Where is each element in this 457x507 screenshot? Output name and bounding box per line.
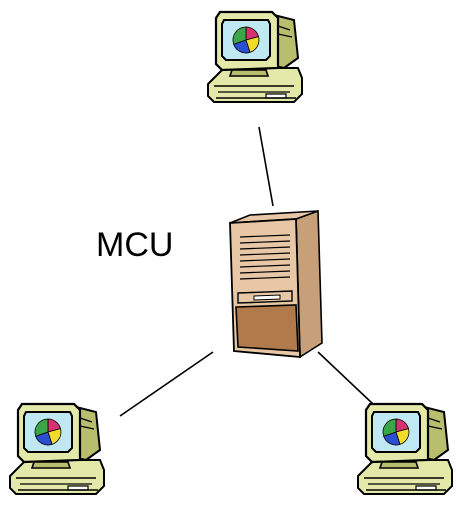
computer-terminal-icon [206,10,304,104]
link-line-top [258,126,274,207]
server-tower-icon [229,210,323,358]
computer-terminal-icon [356,402,454,496]
computer-terminal-icon [8,402,106,496]
mcu-label: MCU [96,226,174,264]
link-line-bottom-left [119,351,214,417]
link-line-bottom-right [317,351,374,405]
